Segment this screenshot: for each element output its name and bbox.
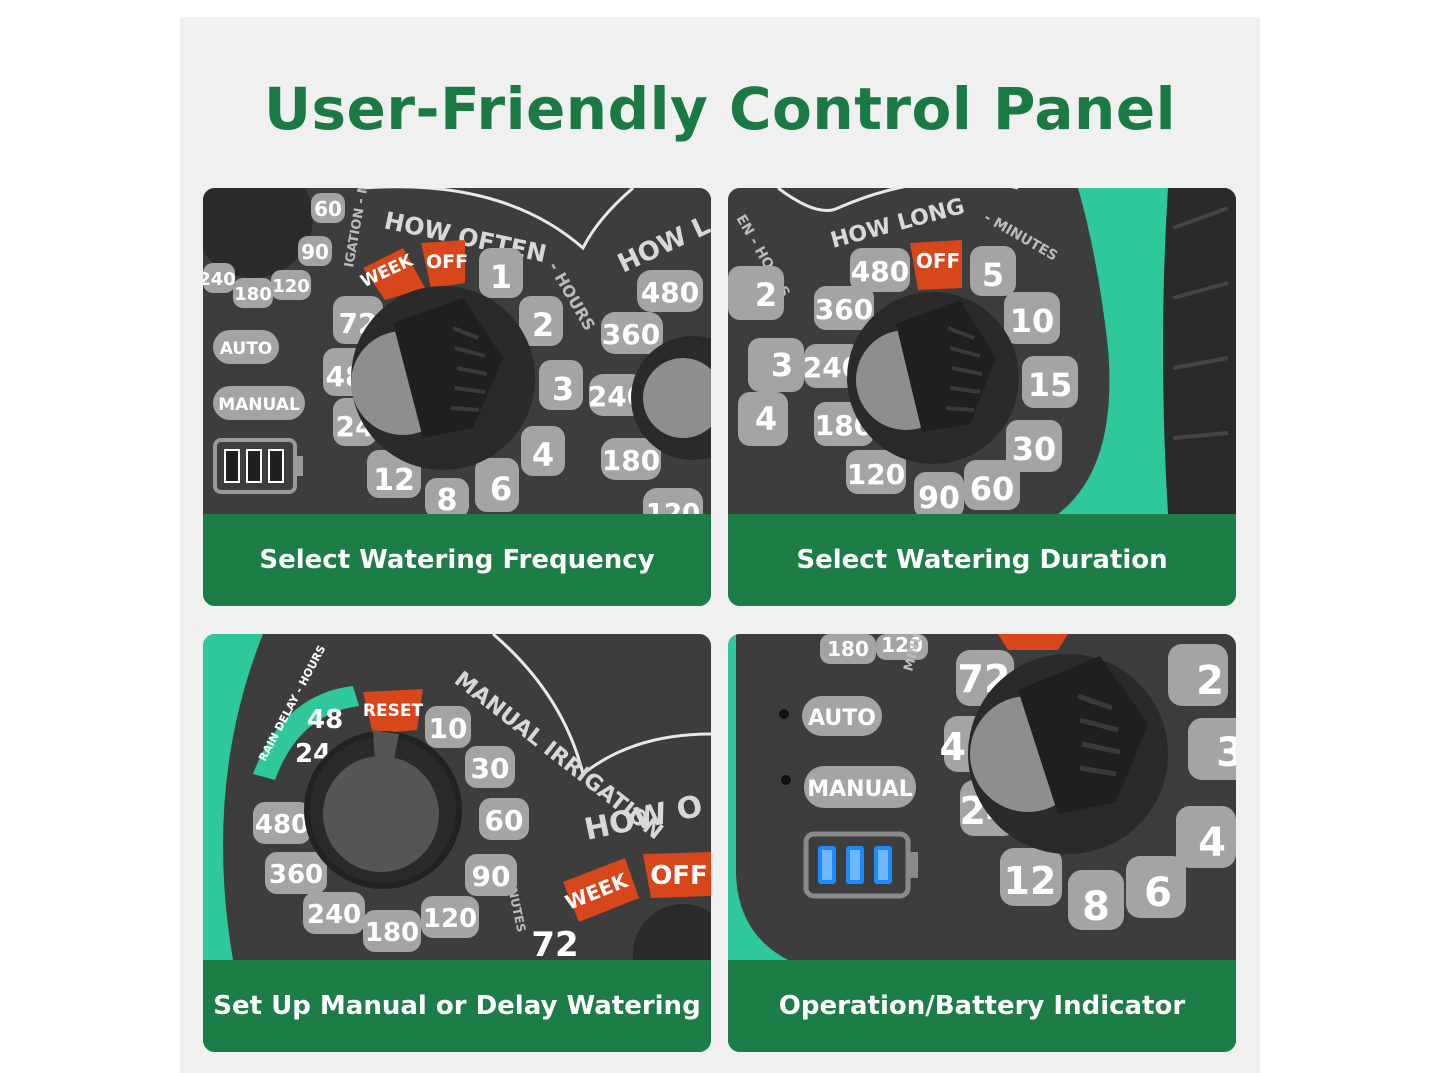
duration-dial-photo: EN - HOURS 2 3 4 HOW LONG - MINUTES OFF … <box>728 188 1236 514</box>
svg-text:12: 12 <box>1004 859 1057 903</box>
caption-duration: Select Watering Duration <box>728 514 1236 606</box>
svg-text:12: 12 <box>373 463 415 498</box>
svg-text:2: 2 <box>532 306 554 344</box>
svg-text:480: 480 <box>641 276 699 309</box>
svg-text:60: 60 <box>485 804 524 837</box>
auto-indicator-label: AUTO <box>808 706 876 731</box>
panel-battery-indicator: 180 120 MINUTES AUTO MANUAL <box>728 634 1236 1052</box>
svg-text:72: 72 <box>531 925 578 960</box>
caption-manual-delay: Set Up Manual or Delay Watering <box>203 960 711 1052</box>
svg-text:90: 90 <box>918 481 960 514</box>
minutes-ring-partial: 180 120 <box>820 634 928 664</box>
off-marker: OFF <box>426 251 468 273</box>
svg-text:240: 240 <box>307 900 361 930</box>
svg-text:360: 360 <box>815 293 873 326</box>
svg-text:90: 90 <box>472 860 511 893</box>
svg-text:120: 120 <box>272 276 310 297</box>
manual-ring: 10 30 60 90 120 180 240 360 480 <box>253 706 529 952</box>
svg-text:120: 120 <box>847 458 905 491</box>
svg-text:180: 180 <box>234 284 272 305</box>
svg-text:240: 240 <box>203 269 236 290</box>
panel-watering-frequency: 60 90 120 180 240 IGATION - MINUTES AUTO… <box>203 188 711 606</box>
svg-text:60: 60 <box>314 197 342 221</box>
reset-marker: RESET <box>363 701 424 721</box>
svg-text:60: 60 <box>970 470 1015 508</box>
manual-indicator-label: MANUAL <box>807 777 913 802</box>
svg-text:120: 120 <box>646 499 700 514</box>
svg-text:480: 480 <box>255 810 309 840</box>
manual-indicator-label: MANUAL <box>218 395 300 415</box>
svg-text:48: 48 <box>307 705 343 735</box>
page-title: User-Friendly Control Panel <box>263 75 1177 143</box>
panel-watering-duration: EN - HOURS 2 3 4 HOW LONG - MINUTES OFF … <box>728 188 1236 606</box>
svg-text:4: 4 <box>755 400 777 438</box>
svg-text:2: 2 <box>1196 658 1224 704</box>
svg-text:120: 120 <box>423 904 477 934</box>
battery-level-icon <box>803 831 918 899</box>
svg-text:8: 8 <box>1082 884 1110 930</box>
svg-text:90: 90 <box>301 240 329 264</box>
svg-text:3: 3 <box>771 346 793 384</box>
duration-ring: OFF 5 10 15 30 60 90 120 180 240 <box>803 240 1078 514</box>
svg-text:4: 4 <box>532 436 554 474</box>
caption-battery-indicator: Operation/Battery Indicator <box>728 960 1236 1052</box>
duration-ring-partial: 480 360 240 180 120 <box>588 270 703 514</box>
svg-text:6: 6 <box>1144 870 1172 916</box>
svg-text:360: 360 <box>602 318 660 351</box>
svg-text:4: 4 <box>1198 820 1226 866</box>
svg-text:3: 3 <box>552 370 574 408</box>
manual-dial-photo: RAIN DELAY - HOURS 24 48 RESET MANUAL IR… <box>203 634 711 960</box>
svg-text:30: 30 <box>471 752 510 785</box>
frequency-dial-photo: 60 90 120 180 240 IGATION - MINUTES AUTO… <box>203 188 711 514</box>
caption-frequency: Select Watering Frequency <box>203 514 711 606</box>
frequency-ring-partial: 2 3 4 <box>728 266 804 446</box>
panel-manual-delay: RAIN DELAY - HOURS 24 48 RESET MANUAL IR… <box>203 634 711 1052</box>
svg-text:360: 360 <box>269 860 323 890</box>
svg-text:180: 180 <box>365 918 419 948</box>
svg-text:120: 120 <box>881 634 923 657</box>
svg-text:10: 10 <box>1010 302 1055 340</box>
svg-text:180: 180 <box>827 637 869 661</box>
off-marker: OFF <box>650 861 708 891</box>
svg-text:1: 1 <box>490 258 512 296</box>
svg-text:180: 180 <box>602 444 660 477</box>
svg-text:3: 3 <box>1216 730 1236 776</box>
off-marker: OFF <box>916 249 960 273</box>
svg-text:10: 10 <box>429 712 468 745</box>
svg-text:5: 5 <box>982 256 1004 294</box>
battery-icon <box>213 438 303 494</box>
minutes-ring-partial: 60 90 120 180 240 <box>203 193 345 308</box>
svg-text:2: 2 <box>755 276 777 314</box>
auto-indicator-label: AUTO <box>220 339 273 359</box>
svg-text:6: 6 <box>490 470 512 508</box>
svg-text:480: 480 <box>851 255 909 288</box>
svg-text:30: 30 <box>1012 430 1057 468</box>
indicator-photo: 180 120 MINUTES AUTO MANUAL <box>728 634 1236 960</box>
svg-text:15: 15 <box>1028 366 1073 404</box>
svg-text:8: 8 <box>437 483 458 514</box>
